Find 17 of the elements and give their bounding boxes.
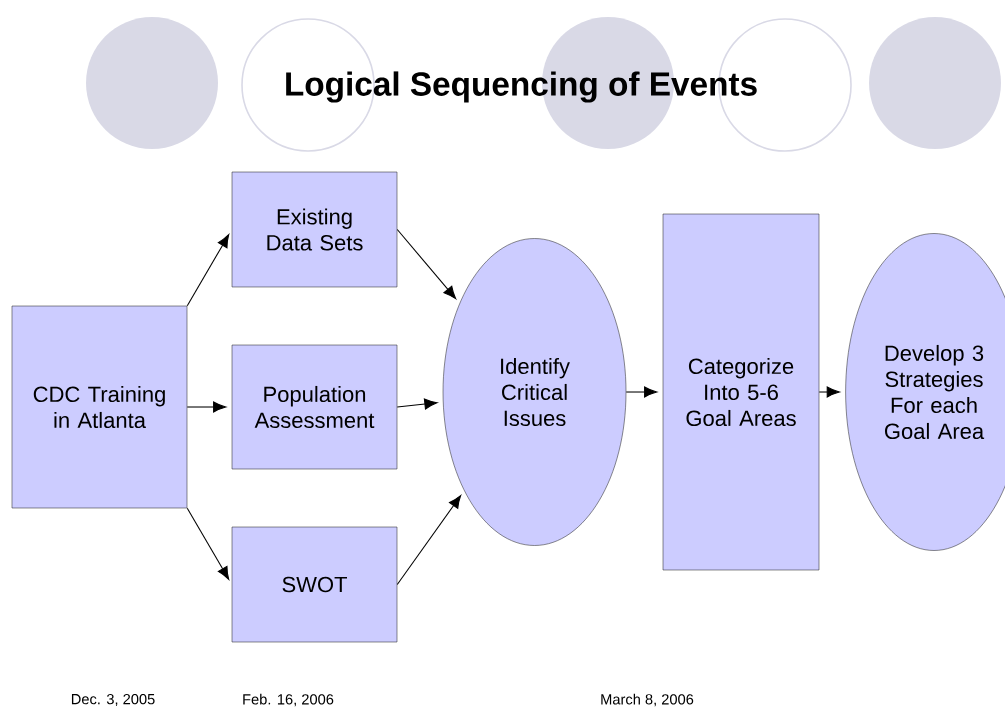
process-box: SWOT — [231, 526, 398, 643]
arrow — [186, 507, 230, 580]
arrow — [625, 386, 658, 398]
process-box: Categorize Into 5-6 Goal Areas — [662, 213, 820, 571]
process-box: Existing Data Sets — [231, 171, 398, 288]
process-box: CDC Training in Atlanta — [11, 305, 188, 509]
arrow — [396, 495, 462, 586]
arrow — [396, 398, 438, 410]
date-label: March 8, 2006 — [601, 693, 694, 707]
date-label: Dec. 3, 2005 — [71, 693, 155, 707]
title: Logical Sequencing of Events — [286, 71, 757, 103]
arrow — [186, 401, 227, 413]
arrow — [396, 228, 457, 300]
process-box: Population Assessment — [231, 344, 398, 470]
arrow — [818, 386, 840, 398]
date-label: Feb. 16, 2006 — [243, 693, 334, 707]
arrow — [186, 234, 230, 307]
